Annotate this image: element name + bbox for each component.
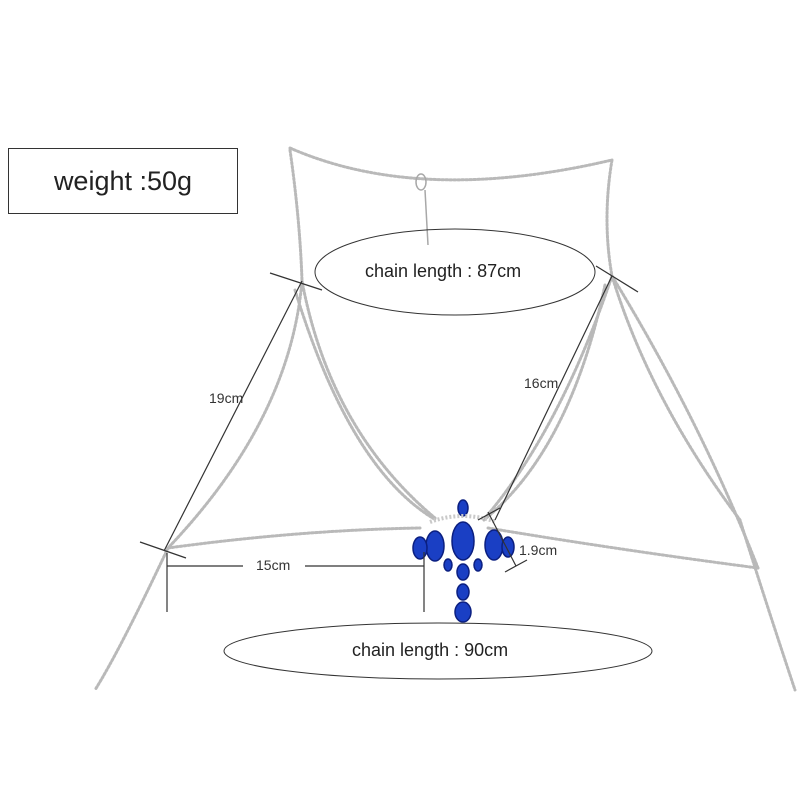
dim-line-1-9cm — [487, 511, 517, 567]
chain-strand — [482, 283, 607, 522]
dimension-lines — [139, 228, 653, 680]
blue-gem — [456, 563, 470, 581]
blue-gem — [443, 558, 453, 572]
lower-chain-oval — [223, 622, 653, 680]
chain-strand — [300, 279, 437, 520]
weight-label: weight :50g — [53, 165, 193, 196]
weight-box: weight :50g — [8, 148, 238, 214]
lobster-clasp — [415, 173, 429, 246]
blue-gem — [473, 558, 483, 572]
upper-chain-length-label: chain length : 87cm — [365, 261, 522, 281]
blue-gem-pendant — [412, 499, 515, 623]
blue-gem — [425, 530, 445, 562]
lower-chain-length-label: chain length : 90cm — [352, 640, 509, 660]
dim-label-19cm: 19cm — [209, 390, 244, 406]
chain-strand — [610, 274, 760, 570]
blue-gem — [451, 521, 475, 561]
chain-strand — [486, 526, 760, 570]
blue-gem — [456, 583, 470, 601]
dim-line-19cm — [163, 280, 303, 552]
dim-line-16cm — [494, 275, 613, 521]
dim-label-16cm: 16cm — [524, 375, 559, 391]
chain-strand — [293, 288, 438, 522]
pendant-crown — [429, 514, 497, 524]
dim-label-1-9cm: 1.9cm — [519, 542, 558, 558]
upper-chain-oval — [314, 228, 596, 316]
rhinestone-chains — [93, 146, 797, 692]
chain-strand — [605, 158, 797, 692]
chain-strand — [93, 148, 304, 692]
chain-strand — [288, 146, 614, 182]
chain-strand — [166, 526, 422, 550]
dim-label-15cm: 15cm — [256, 557, 291, 573]
blue-gem — [457, 499, 469, 517]
blue-gem — [412, 536, 428, 560]
blue-gem — [501, 536, 515, 558]
blue-gem — [454, 601, 472, 623]
